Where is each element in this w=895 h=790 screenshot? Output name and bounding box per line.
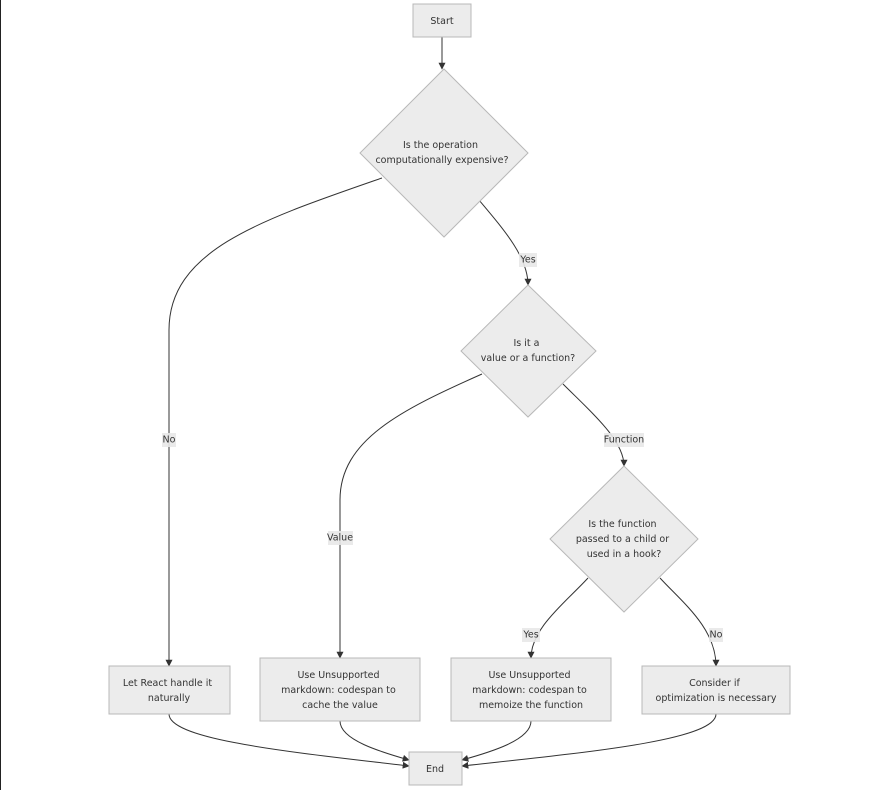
edge-label-function: Function [604, 433, 644, 447]
svg-text:Yes: Yes [522, 630, 538, 641]
edge-label-no-2: No [709, 628, 723, 642]
svg-text:Yes: Yes [519, 255, 535, 266]
edge-childhook-yes [527, 577, 589, 659]
svg-text:No: No [163, 435, 176, 446]
svg-text:Use Unsupported markdo: Use Unsupported markdown: codespan to ca… [281, 670, 399, 711]
edge-consider-to-end [461, 713, 717, 769]
svg-text:Consider if optimizati: Consider if optimization is necessary [656, 678, 777, 704]
start-node: Start [412, 3, 472, 38]
svg-text:Is the function passed: Is the function passed to a child or use… [576, 519, 672, 560]
svg-text:No: No [710, 630, 723, 641]
node-use-memo: Use Unsupported markdown: codespan to ca… [259, 657, 421, 722]
node-consider: Consider if optimization is necessary [641, 665, 791, 715]
node-react-handle: Let React handle it naturally [108, 665, 231, 715]
end-node: End [408, 751, 463, 786]
edge-usecallback-to-end [461, 720, 532, 762]
edge-labels: No Yes Value Function Yes No [162, 253, 723, 642]
node-use-callback: Use Unsupported markdown: codespan to me… [450, 657, 612, 722]
decision-expensive: Is the operation computationally expensi… [359, 68, 529, 238]
edge-label-value: Value [327, 531, 353, 545]
svg-text:End: End [426, 764, 444, 775]
edge-valuefn-value [336, 373, 483, 659]
edge-expensive-yes [478, 199, 532, 286]
svg-text:Function: Function [604, 435, 644, 446]
nodes: Start Is the operation computationally e… [108, 3, 791, 786]
edge-usememo-to-end [339, 720, 410, 762]
decision-child-or-hook: Is the function passed to a child or use… [549, 465, 699, 613]
edge-expensive-no [165, 177, 383, 667]
edge-react-to-end [168, 713, 410, 769]
edge-childhook-no [659, 577, 720, 667]
svg-text:Let React handle it na: Let React handle it naturally [123, 678, 215, 704]
decision-value-or-function: Is it a value or a function? [460, 284, 597, 418]
edges [165, 37, 720, 769]
edge-label-yes-2: Yes [522, 628, 540, 642]
svg-text:Value: Value [327, 533, 353, 544]
svg-text:Use Unsupported markdo: Use Unsupported markdown: codespan to me… [472, 670, 590, 711]
edge-label-yes-1: Yes [519, 253, 537, 267]
edge-label-no-1: No [162, 433, 176, 447]
edge-valuefn-function [562, 383, 628, 467]
svg-text:Is it a value or a fun: Is it a value or a function? [481, 338, 575, 364]
svg-text:Is the operation compu: Is the operation computationally expensi… [375, 140, 508, 166]
svg-text:Start: Start [430, 16, 453, 27]
